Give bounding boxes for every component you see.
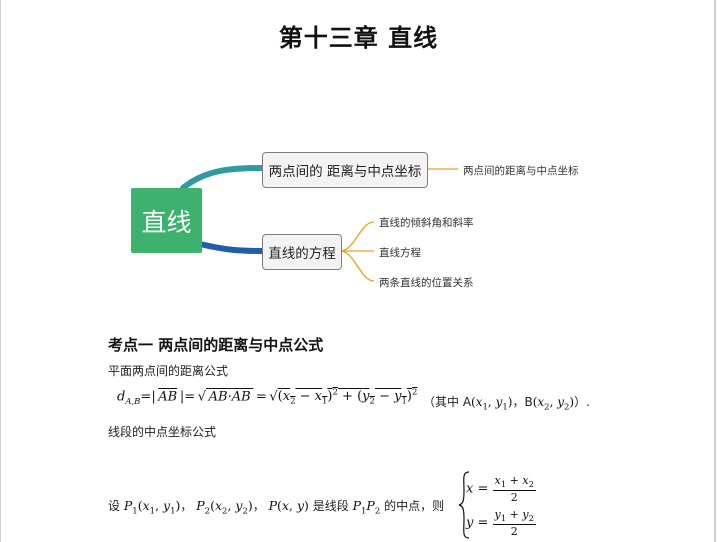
page-edge-left — [0, 0, 1, 542]
mind-map-connectors — [180, 165, 458, 282]
mind-map-leaf-line-equation: 直线方程 — [379, 247, 421, 259]
distance-formula-note: （其中 A(x1, y1)，B(x2, y2)）. — [423, 395, 590, 413]
distance-formula: dA,B=| AB |= √ AB·AB = √(x2 − x1)2 + (y2… — [117, 388, 418, 407]
system-brace — [458, 471, 470, 539]
distance-formula-label: 平面两点间的距离公式 — [108, 364, 229, 378]
chapter-title: 第十三章 直线 — [278, 24, 439, 52]
mind-map-branch-line-equation: 直线的方程 — [262, 234, 342, 270]
midpoint-statement: 设 P1(x1, y1)， P2(x2, y2)， P(x, y) 是线段 P1… — [108, 498, 445, 517]
mind-map-leaf-distance-midpoint: 两点间的距离与中点坐标 — [463, 165, 579, 177]
page-edge-right — [714, 0, 716, 542]
connector-root-branch1 — [180, 165, 265, 191]
mind-map-root: 直线 — [131, 188, 202, 253]
midpoint-formula-label: 线段的中点坐标公式 — [108, 425, 217, 439]
connector-branch2-leaves — [339, 221, 375, 282]
mind-map-leaf-line-relation: 两条直线的位置关系 — [379, 277, 474, 289]
mind-map: 直线 两点间的 距离与中点坐标 直线的方程 两点间的距离与中点坐标 直线的倾斜角… — [131, 152, 579, 289]
section-heading: 考点一 两点间的距离与中点公式 — [108, 336, 324, 354]
mind-map-leaf-slope: 直线的倾斜角和斜率 — [379, 217, 474, 229]
connector-root-branch2 — [197, 241, 265, 254]
mind-map-branch-distance: 两点间的 距离与中点坐标 — [262, 152, 428, 188]
